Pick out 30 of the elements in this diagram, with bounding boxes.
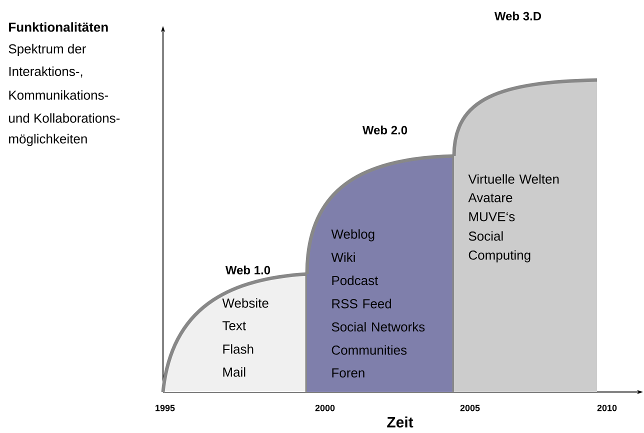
heading: Web 2.0 xyxy=(362,126,408,134)
list-item: Mail xyxy=(223,367,246,377)
tick-label: 2010 xyxy=(597,404,617,412)
list-item: Website xyxy=(222,298,268,308)
list-item: Weblog xyxy=(331,229,374,242)
axis-title: möglichkeiten xyxy=(9,134,87,146)
list-item: Social Networks xyxy=(332,322,425,332)
list-item: Communities xyxy=(332,345,407,355)
list-item: Virtuelle Welten xyxy=(468,174,559,184)
list-item: RSS Feed xyxy=(332,298,392,308)
list-item: Social xyxy=(468,231,503,241)
tick-label: 2005 xyxy=(460,404,480,412)
axis-title: Interaktions-, xyxy=(9,66,82,78)
axis-label: Zeit xyxy=(387,416,414,428)
list-item: Podcast xyxy=(332,276,378,286)
list-item: Flash xyxy=(223,344,254,354)
list-item: Computing xyxy=(468,250,530,262)
axis-title: Kommunikations- xyxy=(9,90,108,100)
list-item: MUVE‘s xyxy=(469,212,515,222)
axis-title: Spektrum der xyxy=(8,44,86,56)
heading: Web 1.0 xyxy=(225,266,270,274)
tick-label: 1995 xyxy=(156,404,175,412)
heading: Web 3.D xyxy=(494,12,542,20)
tick-label: 2000 xyxy=(315,404,335,412)
axis-title: Funktionalitäten xyxy=(9,22,108,32)
list-item: Wiki xyxy=(331,252,355,262)
list-item: Avatare xyxy=(468,193,512,202)
axis-title: und Kollaborations- xyxy=(9,113,120,123)
list-item: Foren xyxy=(332,368,364,378)
list-item: Text xyxy=(222,321,246,330)
